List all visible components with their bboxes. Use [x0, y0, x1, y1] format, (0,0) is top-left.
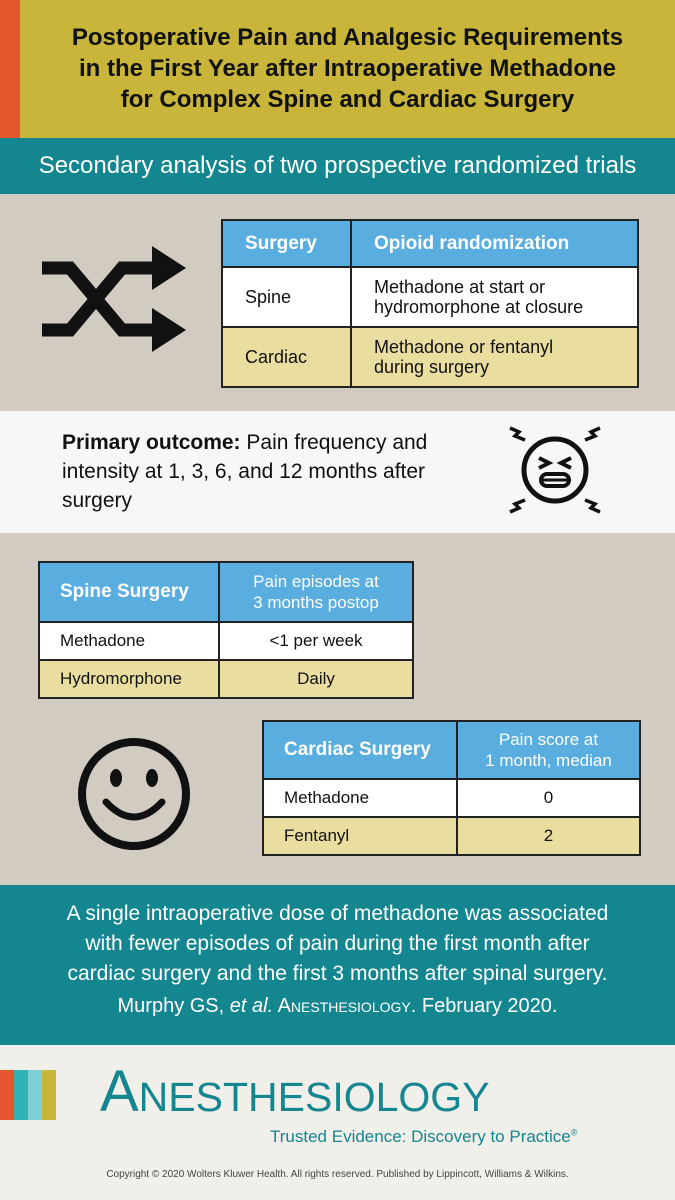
cell-line: Methadone or fentanyl	[374, 337, 554, 357]
title-accent-bar	[0, 0, 20, 138]
table-cell: Methadone or fentanyl during surgery	[350, 326, 639, 388]
table-cell: Methadone	[262, 778, 458, 818]
table-row: Methadone 0	[262, 778, 641, 818]
brand-bar-light-teal	[28, 1070, 42, 1120]
conclusion-line: A single intraoperative dose of methadon…	[66, 902, 609, 925]
table-cell: Cardiac	[221, 326, 352, 388]
title-line: in the First Year after Intraoperative M…	[78, 55, 617, 82]
table-header-row: Spine Surgery Pain episodes at 3 months …	[38, 561, 414, 623]
table-header-row: Surgery Opioid randomization	[221, 219, 639, 268]
conclusion-band: A single intraoperative dose of methadon…	[0, 885, 675, 1045]
table-cell: Hydromorphone	[38, 659, 220, 699]
citation-authors: Murphy GS,	[117, 995, 230, 1017]
header-line: 1 month, median	[485, 751, 612, 770]
cell-line: Methadone at start or	[374, 277, 546, 297]
table-row: Methadone <1 per week	[38, 621, 414, 661]
brand-bar-orange	[0, 1070, 14, 1120]
cell-line: during surgery	[374, 357, 490, 377]
citation-journal: Anesthesiology	[273, 995, 411, 1017]
table-header-row: Cardiac Surgery Pain score at 1 month, m…	[262, 720, 641, 780]
table-cell: Daily	[218, 659, 414, 699]
table-row: Fentanyl 2	[262, 816, 641, 856]
subtitle: Secondary analysis of two prospective ra…	[0, 138, 675, 194]
brand-bar-teal	[14, 1070, 28, 1120]
citation: Murphy GS, et al. Anesthesiology. Februa…	[0, 995, 675, 1018]
cardiac-surgery-table: Cardiac Surgery Pain score at 1 month, m…	[262, 720, 641, 856]
journal-logo: Anesthesiology	[100, 1059, 490, 1124]
page-title: Postoperative Pain and Analgesic Require…	[20, 22, 675, 115]
primary-outcome-label: Primary outcome:	[62, 431, 241, 454]
spine-surgery-table: Spine Surgery Pain episodes at 3 months …	[38, 561, 414, 699]
table-row: Hydromorphone Daily	[38, 659, 414, 699]
tagline-text: Trusted Evidence: Discovery to Practice	[270, 1127, 571, 1146]
header-line: 3 months postop	[253, 593, 379, 612]
table-cell: 0	[456, 778, 641, 818]
conclusion-text: A single intraoperative dose of methadon…	[20, 899, 655, 989]
column-header: Surgery	[221, 219, 352, 268]
column-header: Spine Surgery	[38, 561, 220, 623]
copyright: Copyright © 2020 Wolters Kluwer Health. …	[106, 1169, 569, 1180]
header-line: Pain episodes at	[253, 572, 379, 591]
randomization-table: Surgery Opioid randomization Spine Metha…	[221, 219, 639, 388]
table-cell: 2	[456, 816, 641, 856]
column-header: Cardiac Surgery	[262, 720, 458, 780]
column-header: Opioid randomization	[350, 219, 639, 268]
title-band	[0, 0, 675, 138]
shuffle-icon	[42, 246, 186, 352]
table-cell: Fentanyl	[262, 816, 458, 856]
table-cell: Spine	[221, 266, 352, 328]
table-cell: Methadone at start or hydromorphone at c…	[350, 266, 639, 328]
table-cell: <1 per week	[218, 621, 414, 661]
tagline: Trusted Evidence: Discovery to Practice®	[270, 1127, 577, 1147]
table-row: Cardiac Methadone or fentanyl during sur…	[221, 326, 639, 388]
citation-date: . February 2020.	[410, 995, 558, 1017]
conclusion-line: with fewer episodes of pain during the f…	[85, 932, 590, 955]
header-line: Pain score at	[498, 730, 599, 749]
cell-line: hydromorphone at closure	[374, 297, 584, 317]
table-cell: Methadone	[38, 621, 220, 661]
column-header: Pain score at 1 month, median	[456, 720, 641, 780]
primary-outcome-description: Pain frequency and intensity at 1, 3, 6,…	[62, 431, 428, 512]
primary-outcome-text: Primary outcome: Pain frequency and inte…	[62, 428, 482, 515]
pain-face-icon	[509, 426, 601, 514]
column-header: Pain episodes at 3 months postop	[218, 561, 414, 623]
smiley-icon	[78, 738, 190, 850]
title-line: for Complex Spine and Cardiac Surgery	[120, 86, 575, 113]
citation-etal: et al.	[229, 995, 274, 1017]
brand-bar-gold	[42, 1070, 56, 1120]
table-row: Spine Methadone at start or hydromorphon…	[221, 266, 639, 328]
title-line: Postoperative Pain and Analgesic Require…	[71, 24, 624, 51]
footer: Anesthesiology Trusted Evidence: Discove…	[0, 1045, 675, 1200]
registered-mark: ®	[570, 1127, 578, 1138]
conclusion-line: cardiac surgery and the first 3 months a…	[67, 962, 608, 985]
